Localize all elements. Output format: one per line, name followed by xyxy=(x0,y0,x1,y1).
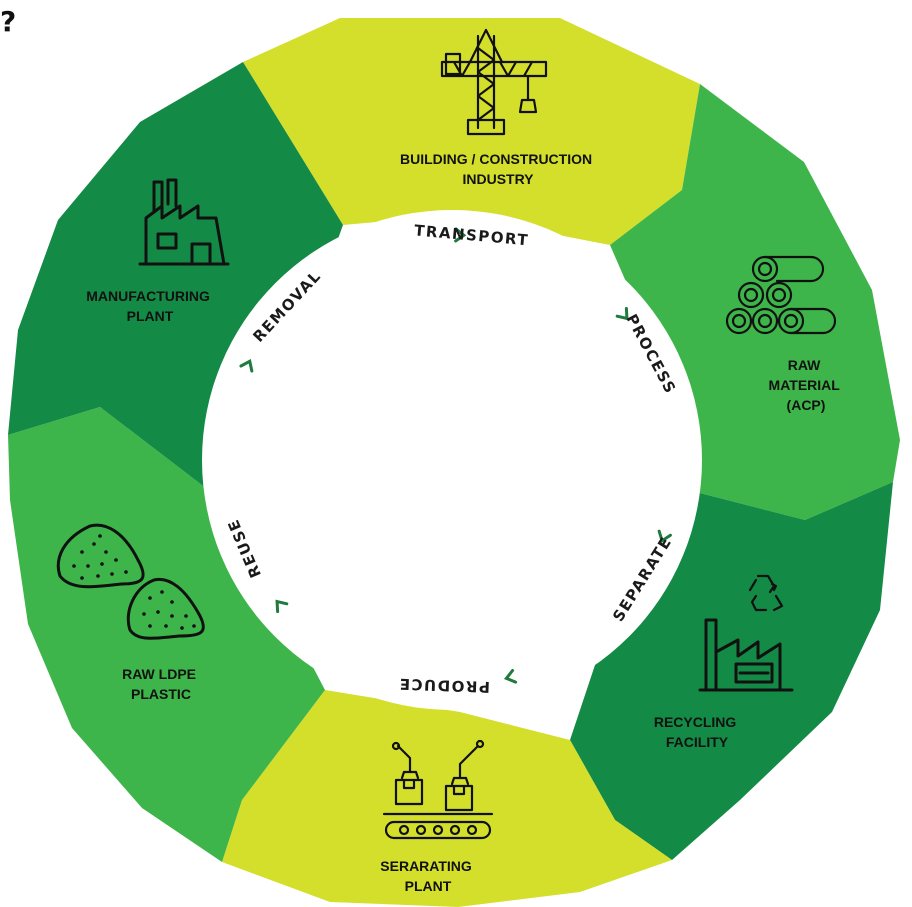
segment-manufacturing xyxy=(8,62,343,505)
chevron-icon xyxy=(657,529,672,544)
step-chevrons xyxy=(239,227,672,684)
step-label-produce: PRODUCE xyxy=(398,675,490,696)
factory-icon xyxy=(138,178,230,266)
segment-label-building: BUILDING / CONSTRUCTION INDUSTRY xyxy=(400,151,596,187)
crane-icon xyxy=(440,28,548,136)
chevron-icon xyxy=(454,227,467,243)
segment-label-manufacturing: MANUFACTURING PLANT xyxy=(86,288,214,324)
segment-building xyxy=(243,18,700,245)
segment-label-ldpe: RAW LDPE PLASTIC xyxy=(122,666,200,702)
chevron-icon xyxy=(615,306,629,321)
pipes-stack-icon xyxy=(725,255,837,335)
segment-label-raw-material: RAW MATERIAL (ACP) xyxy=(769,357,844,413)
segment-label-recycling: RECYCLING FACILITY xyxy=(654,714,740,750)
robot-arms-conveyor-icon xyxy=(382,739,494,840)
inner-circle xyxy=(202,210,702,710)
recycling-factory-icon xyxy=(698,574,794,692)
segment-ldpe xyxy=(8,407,325,862)
plastic-granules-icon xyxy=(56,523,205,640)
segment-label-separating: SERARATING PLANT xyxy=(380,858,475,894)
chevron-icon xyxy=(275,599,289,614)
corner-mark: ? xyxy=(0,5,17,38)
chevron-icon xyxy=(239,359,254,373)
chevron-icon xyxy=(503,669,518,684)
